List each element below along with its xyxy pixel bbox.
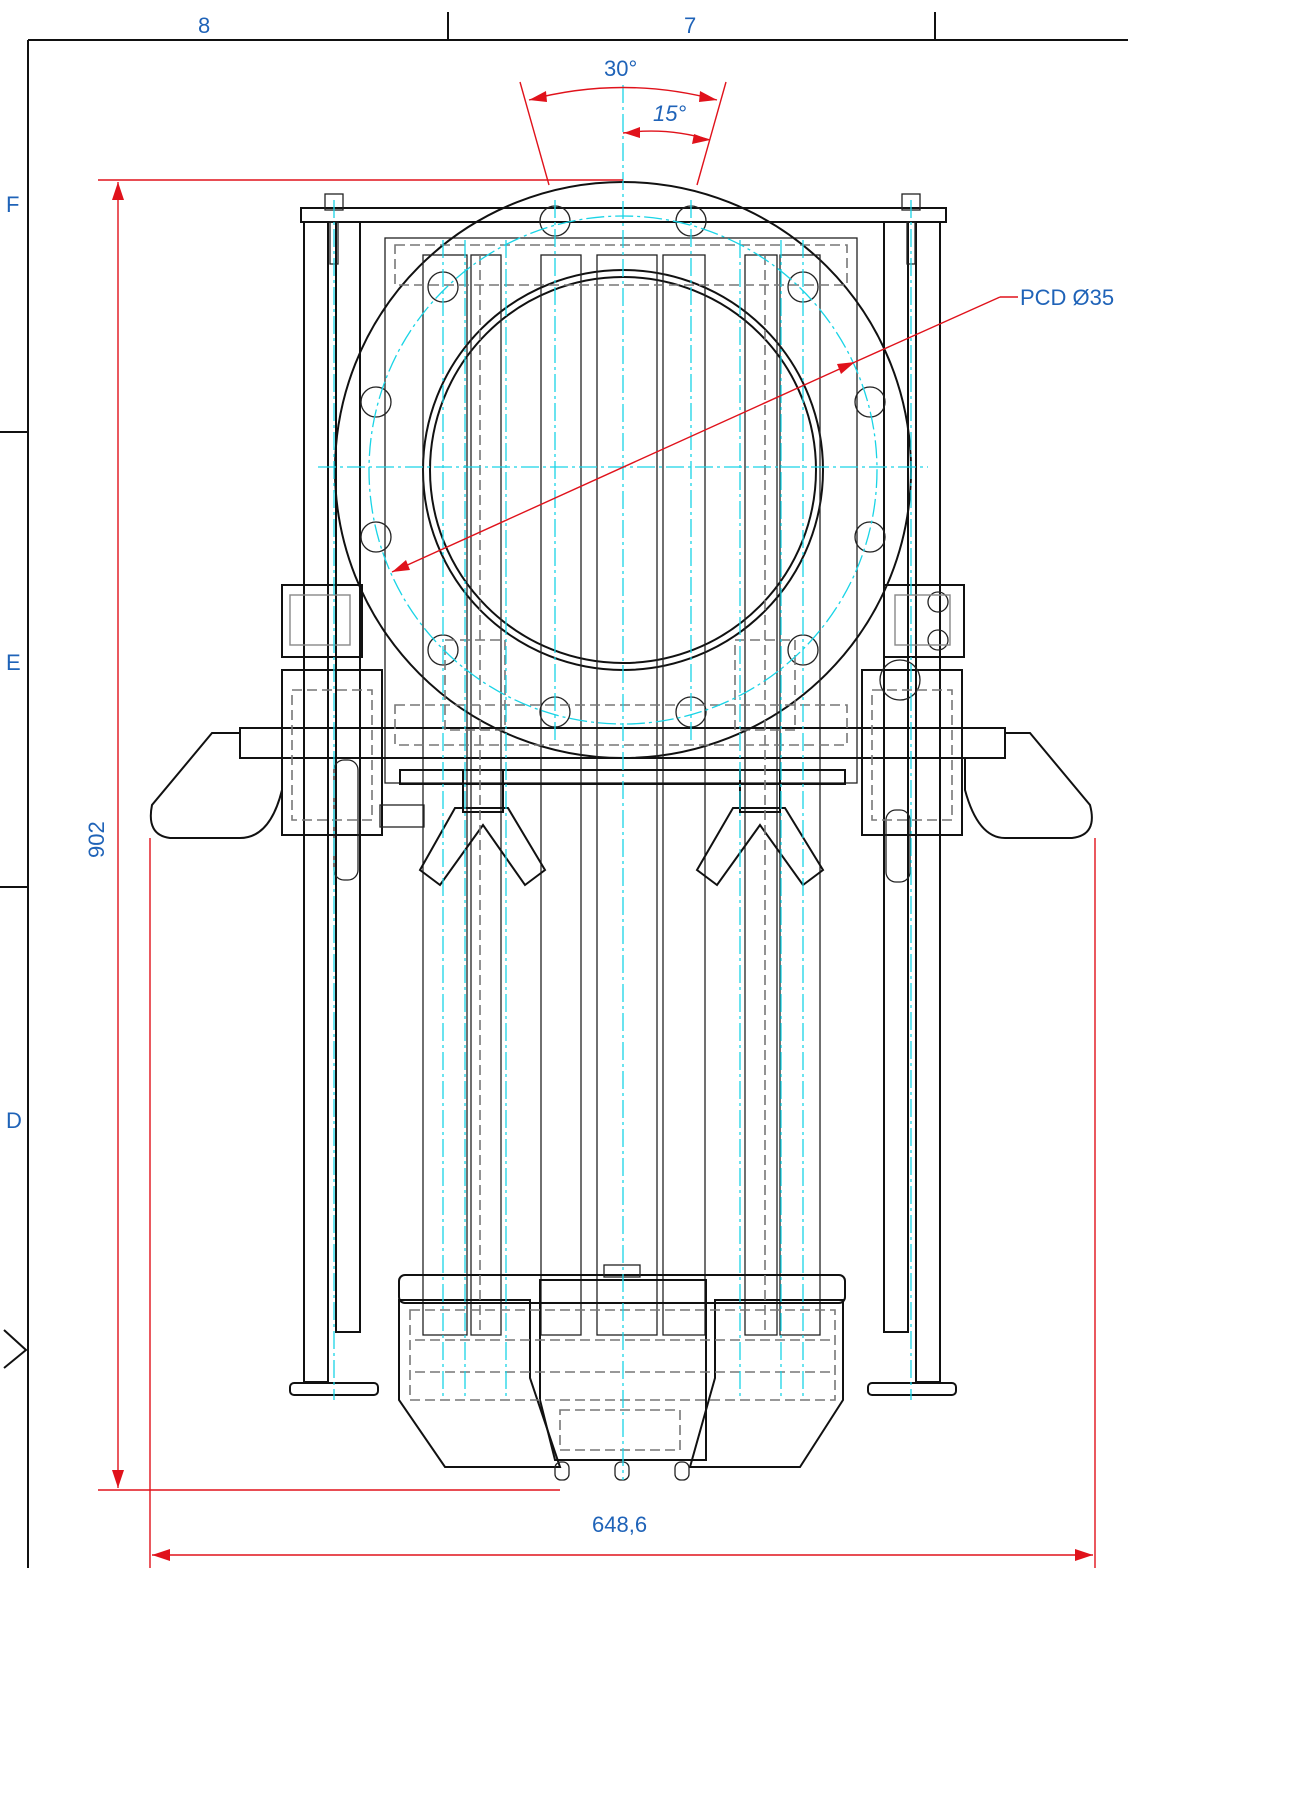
angle-15-label: 15° [653,101,686,126]
zone-row-f: F [6,192,19,217]
zone-column-7: 7 [684,13,696,38]
valve-body [149,181,1093,1481]
zone-row-e: E [6,650,21,675]
dimensions [98,81,1096,1568]
zone-column-8: 8 [198,13,210,38]
zone-row-d: D [6,1108,22,1133]
height-dimension-label: 902 [84,821,109,858]
hidden-lines [289,244,953,1451]
angle-30-label: 30° [604,56,637,81]
width-dimension-label: 648,6 [592,1512,647,1537]
pcd-label: PCD Ø35 [1020,285,1114,310]
technical-drawing: 8 7 F E D [0,12,1128,1568]
drawing-frame [0,12,1128,1568]
centerlines [318,85,928,1480]
